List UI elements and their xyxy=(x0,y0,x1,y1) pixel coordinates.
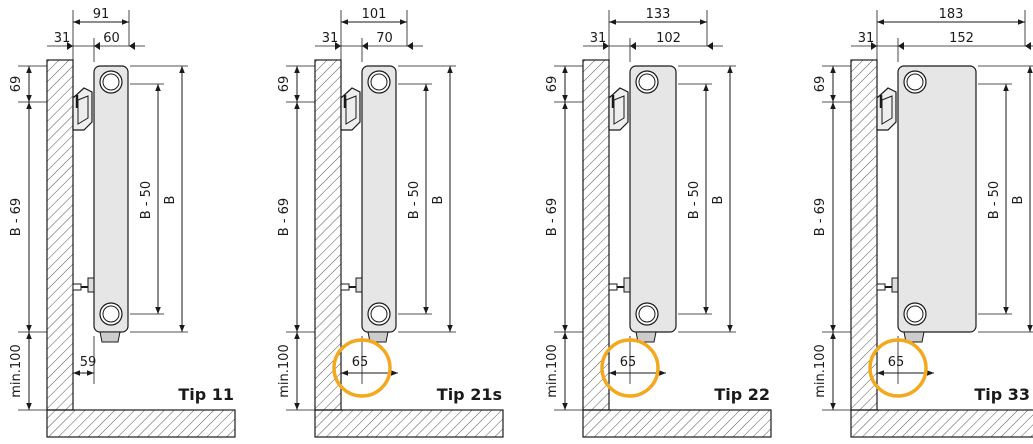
wall-gap-label: 31 xyxy=(322,31,339,46)
pipe-height-label: B - 50 xyxy=(139,181,154,219)
radiator-depth-label: 70 xyxy=(376,31,393,46)
lower-bracket xyxy=(876,277,899,293)
valve xyxy=(367,331,389,343)
floor xyxy=(314,409,504,438)
tip-label: Tip 21s xyxy=(437,385,502,404)
lower-bracket xyxy=(72,277,95,293)
highlight-circle xyxy=(600,338,660,398)
radiator-depth-label: 102 xyxy=(656,31,681,46)
pipe-height-label: B - 50 xyxy=(687,181,702,219)
bottom-offset-label: 65 xyxy=(352,355,369,370)
wall xyxy=(582,59,610,411)
top-offset-label: 69 xyxy=(545,76,560,93)
wall-gap-label: 31 xyxy=(590,31,607,46)
valve xyxy=(635,331,657,343)
highlight-circle xyxy=(868,338,928,398)
total-depth-label: 91 xyxy=(93,7,110,22)
valve xyxy=(99,331,121,343)
lower-bracket xyxy=(608,277,631,293)
left-height-label: B - 69 xyxy=(277,198,292,236)
radiator-body xyxy=(93,65,129,333)
pipe-height-label: B - 50 xyxy=(987,181,1002,219)
valve xyxy=(903,331,925,343)
floor xyxy=(850,409,1033,438)
tip-label: Tip 33 xyxy=(974,385,1030,404)
floor-clearance-label: min.100 xyxy=(9,344,24,397)
height-label: B xyxy=(163,196,178,205)
wall xyxy=(46,59,74,411)
wall-bracket xyxy=(608,87,629,131)
bottom-offset-label: 59 xyxy=(80,355,97,370)
radiator-body xyxy=(629,65,677,333)
total-depth-label: 133 xyxy=(646,7,671,22)
height-label: B xyxy=(431,196,446,205)
tip-label: Tip 22 xyxy=(714,385,770,404)
radiator-body xyxy=(897,65,977,333)
wall-gap-label: 31 xyxy=(858,31,875,46)
bottom-offset-label: 65 xyxy=(888,355,905,370)
total-depth-label: 183 xyxy=(939,7,964,22)
left-height-label: B - 69 xyxy=(813,198,828,236)
left-height-label: B - 69 xyxy=(9,198,24,236)
left-height-label: B - 69 xyxy=(545,198,560,236)
top-offset-label: 69 xyxy=(277,76,292,93)
wall-bracket xyxy=(72,87,93,131)
radiator-depth-label: 60 xyxy=(103,31,120,46)
wall-bracket xyxy=(340,87,361,131)
top-offset-label: 69 xyxy=(813,76,828,93)
wall xyxy=(850,59,878,411)
radiator-depth-label: 152 xyxy=(949,31,974,46)
lower-bracket xyxy=(340,277,363,293)
floor-clearance-label: min.100 xyxy=(277,344,292,397)
radiator-body xyxy=(361,65,397,333)
wall-gap-label: 31 xyxy=(54,31,71,46)
floor xyxy=(582,409,772,438)
height-label: B xyxy=(1011,196,1026,205)
wall-bracket xyxy=(876,87,897,131)
pipe-height-label: B - 50 xyxy=(407,181,422,219)
floor-clearance-label: min.100 xyxy=(545,344,560,397)
tip-label: Tip 11 xyxy=(178,385,234,404)
top-offset-label: 69 xyxy=(9,76,24,93)
floor xyxy=(46,409,236,438)
floor-clearance-label: min.100 xyxy=(813,344,828,397)
height-label: B xyxy=(711,196,726,205)
total-depth-label: 101 xyxy=(362,7,387,22)
bottom-offset-label: 65 xyxy=(620,355,637,370)
highlight-circle xyxy=(332,338,392,398)
